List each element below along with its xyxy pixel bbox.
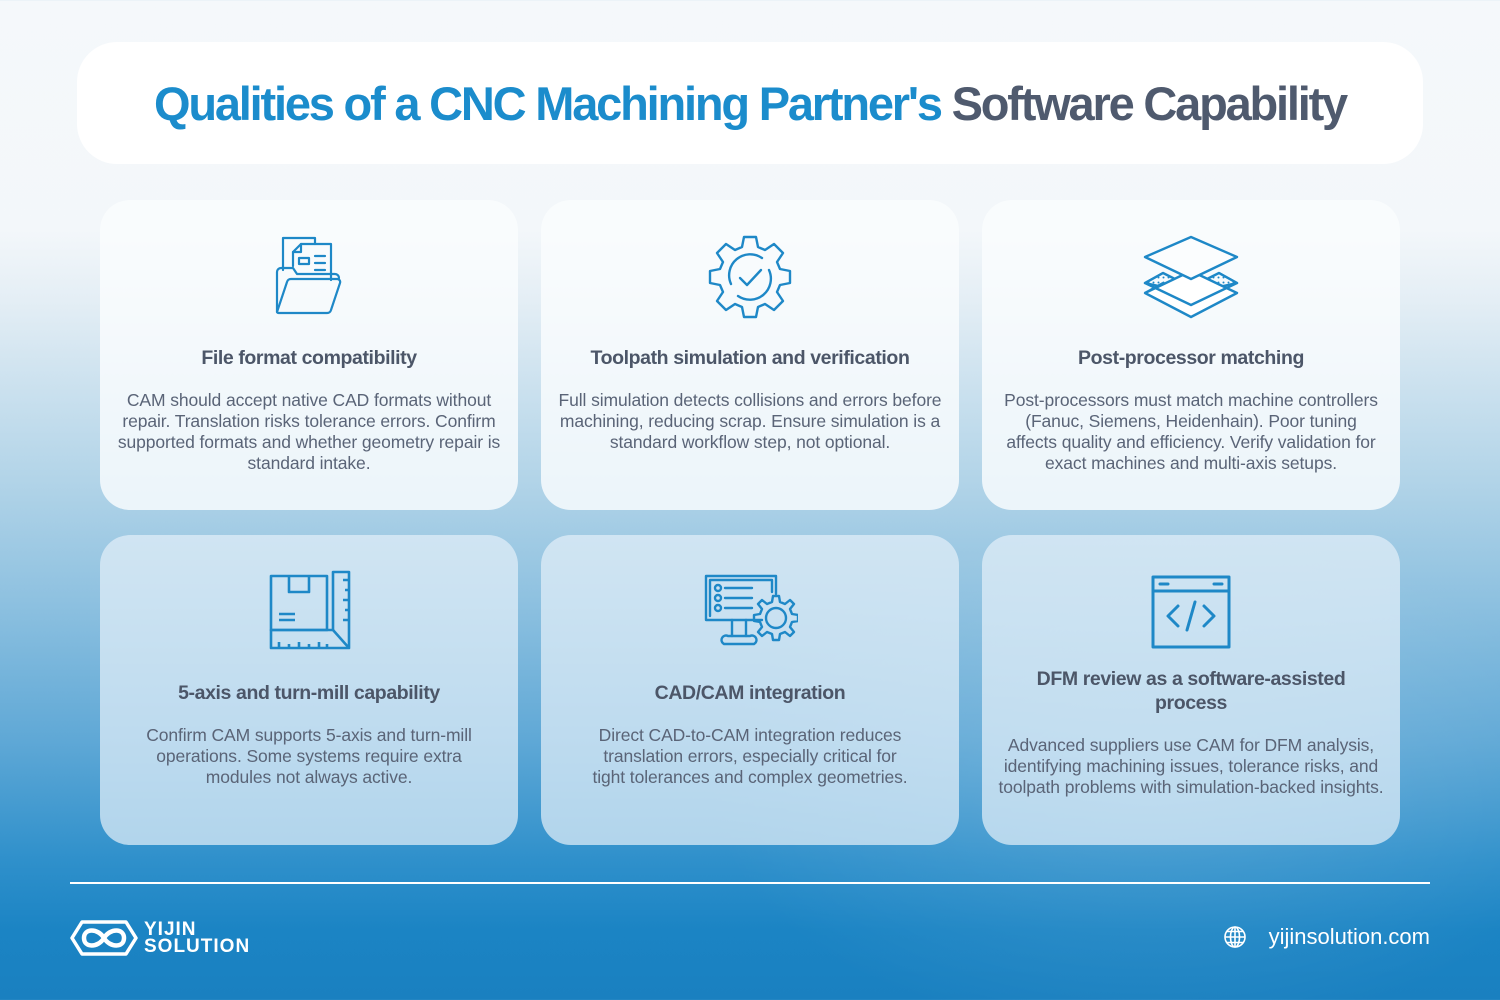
code-window-icon bbox=[1141, 567, 1241, 657]
title-accent: Qualities of a CNC Machining Partner's bbox=[153, 76, 943, 130]
card-body: Advanced suppliers use CAM for DFM analy… bbox=[998, 735, 1384, 797]
monitor-gear-icon bbox=[700, 567, 800, 657]
card-title: Toolpath simulation and verification bbox=[590, 347, 910, 369]
card-dfm-review: DFM review as a software-assisted proces… bbox=[982, 535, 1400, 845]
card-5-axis: 5-axis and turn-mill capability Confirm … bbox=[100, 535, 518, 845]
title-rest: Software Capability bbox=[951, 76, 1349, 130]
globe-icon bbox=[1223, 926, 1246, 948]
box-ruler-icon bbox=[259, 567, 359, 657]
card-body: Post-processors must match machine contr… bbox=[1004, 390, 1378, 473]
folder-document-icon bbox=[259, 232, 359, 322]
card-body: Full simulation detects collisions and e… bbox=[558, 390, 942, 452]
card-title: Post-processor matching bbox=[1078, 347, 1304, 369]
header-card: Qualities of a CNC Machining Partner's S… bbox=[77, 42, 1423, 164]
logo-wordmark: YIJIN SOLUTION bbox=[144, 919, 251, 957]
card-body: CAM should accept native CAD formats wit… bbox=[117, 390, 501, 473]
card-title: File format compatibility bbox=[201, 347, 417, 369]
page-title: Qualities of a CNC Machining Partner's S… bbox=[153, 76, 1349, 131]
card-title: CAD/CAM integration bbox=[654, 682, 846, 704]
logo-line-1: YIJIN bbox=[144, 919, 197, 940]
card-body: Direct CAD-to-CAM integration reduces tr… bbox=[592, 725, 908, 787]
card-cad-cam: CAD/CAM integration Direct CAD-to-CAM in… bbox=[541, 535, 959, 845]
layers-icon bbox=[1141, 232, 1241, 322]
website-link[interactable]: yijinsolution.com bbox=[1223, 924, 1430, 950]
infinity-logo-icon bbox=[70, 920, 138, 956]
footer-divider bbox=[70, 882, 1430, 884]
card-body: Confirm CAM supports 5-axis and turn-mil… bbox=[146, 725, 472, 787]
card-file-format: File format compatibility CAM should acc… bbox=[100, 200, 518, 510]
capabilities-grid: File format compatibility CAM should acc… bbox=[100, 200, 1400, 845]
gear-check-icon bbox=[700, 232, 800, 322]
website-url[interactable]: yijinsolution.com bbox=[1268, 924, 1430, 949]
card-title: DFM review as a software-assisted proces… bbox=[1036, 668, 1346, 714]
card-post-processor: Post-processor matching Post-processors … bbox=[982, 200, 1400, 510]
card-toolpath-simulation: Toolpath simulation and verification Ful… bbox=[541, 200, 959, 510]
card-title: 5-axis and turn-mill capability bbox=[178, 682, 440, 704]
company-logo[interactable]: YIJIN SOLUTION bbox=[70, 918, 250, 958]
logo-line-2: SOLUTION bbox=[144, 936, 251, 957]
